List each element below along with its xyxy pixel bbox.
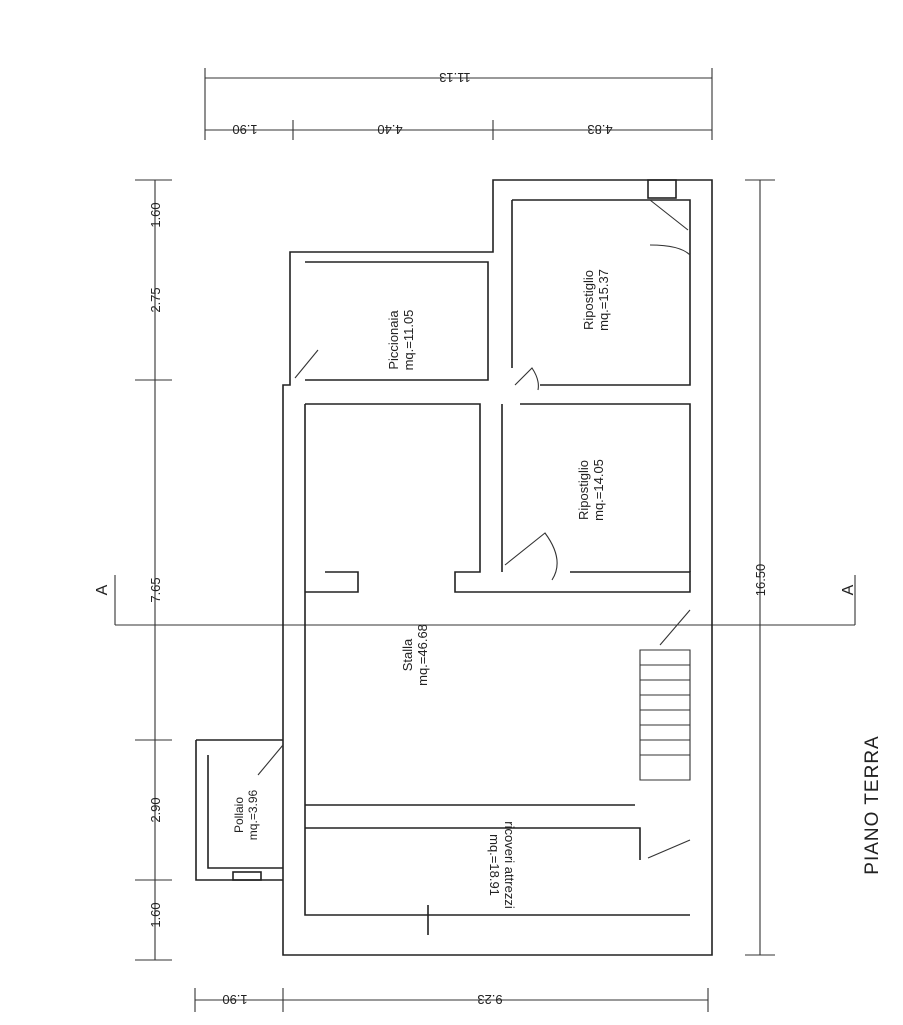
room-ripostiglio-1: Ripostiglio mq.=15.37	[581, 269, 611, 331]
bottom-dimensions: 1.90 9.23	[194, 988, 709, 1012]
room-area: mq.=11.05	[401, 310, 416, 371]
room-stalla: Stalla mq.=46.68	[400, 624, 430, 686]
right-dimension: 16.50	[745, 179, 775, 956]
room-ripostiglio-2: Ripostiglio mq.=14.05	[576, 459, 606, 521]
left-dimensions: 1.60 2.75 7.65 2.90 1.60	[135, 179, 172, 961]
dim-top-3: 4.83	[587, 122, 612, 137]
room-piccionaia: Piccionaia mq.=11.05	[386, 310, 416, 371]
walls	[195, 179, 713, 956]
room-area: mq.=18.91	[487, 834, 502, 896]
top-dimensions: 11.13 1.90 4.40 4.83	[204, 68, 713, 140]
dim-left-2: 2.75	[148, 287, 163, 312]
dim-left-4: 2.90	[148, 797, 163, 822]
room-area: mq.=3.96	[246, 789, 260, 840]
dim-left-1: 1.60	[148, 202, 163, 227]
section-line: A A	[94, 575, 857, 626]
room-name: Pollaio	[232, 797, 246, 833]
room-area: mq.=15.37	[596, 269, 611, 331]
section-a-right: A	[840, 584, 857, 595]
room-pollaio: Pollaio mq.=3.96	[232, 789, 260, 840]
room-name: Ripostiglio	[576, 460, 591, 520]
dim-top-total: 11.13	[439, 70, 471, 85]
dim-bottom-2: 9.23	[477, 992, 502, 1007]
dim-right-total: 16.50	[753, 564, 768, 597]
room-name: Piccionaia	[386, 310, 401, 370]
room-area: mq.=14.05	[591, 459, 606, 521]
plan-title: PIANO TERRA	[862, 735, 883, 874]
section-a-left: A	[94, 584, 111, 595]
room-ricoveri-attrezzi: ricoveri attrezzi mq.=18.91	[487, 821, 517, 909]
dim-top-2: 4.40	[377, 122, 402, 137]
dim-top-1: 1.90	[232, 122, 257, 137]
dim-bottom-1: 1.90	[222, 992, 247, 1007]
dim-left-3: 7.65	[148, 577, 163, 602]
room-name: Stalla	[400, 638, 415, 671]
room-area: mq.=46.68	[415, 624, 430, 686]
dim-left-5: 1.60	[148, 902, 163, 927]
room-name: Ripostiglio	[581, 270, 596, 330]
room-name: ricoveri attrezzi	[502, 821, 517, 909]
